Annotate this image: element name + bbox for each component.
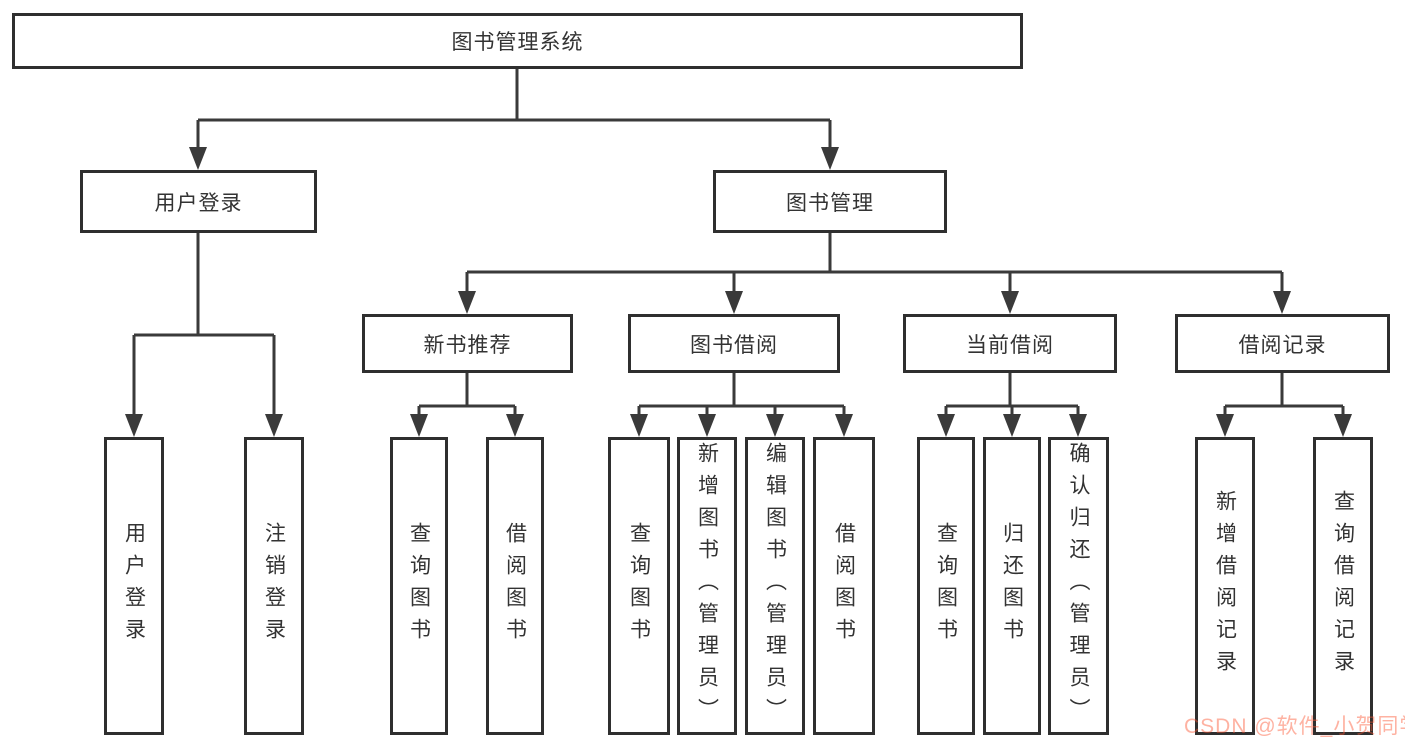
arrowhead <box>630 414 648 437</box>
node-book-borrow: 图书借阅 <box>628 314 840 373</box>
node-current-borrow: 当前借阅 <box>903 314 1117 373</box>
node-label: 借阅图书 <box>832 522 856 650</box>
arrowhead <box>821 147 839 170</box>
node-label: 编辑图书（管理员） <box>763 442 787 730</box>
leaf-query-books: 查询图书 <box>390 437 448 735</box>
arrowhead <box>835 414 853 437</box>
connector-book-borrow <box>637 373 846 418</box>
node-label: 确认归还（管理员） <box>1067 442 1090 730</box>
arrowhead <box>1003 414 1021 437</box>
node-label: 新增图书（管理员） <box>695 442 719 730</box>
arrowhead <box>1334 414 1352 437</box>
arrowhead <box>1001 291 1019 314</box>
node-label: 新书推荐 <box>423 333 512 357</box>
leaf-user-login: 用户登录 <box>104 437 164 735</box>
connector-book-mgmt <box>465 233 1284 294</box>
arrowhead <box>766 414 784 437</box>
node-new-book-recommend: 新书推荐 <box>362 314 573 373</box>
node-label: 注销登录 <box>262 522 286 650</box>
arrowhead <box>410 414 428 437</box>
arrowhead <box>1069 414 1087 437</box>
arrowhead <box>458 291 476 314</box>
node-library-system: 图书管理系统 <box>12 13 1023 69</box>
connector-root <box>196 69 832 150</box>
leaf-logout: 注销登录 <box>244 437 304 735</box>
arrowhead <box>1216 414 1234 437</box>
leaf-add-borrow-record: 新增借阅记录 <box>1195 437 1255 735</box>
node-label: 归还图书 <box>1000 522 1024 650</box>
node-label: 查询图书 <box>627 522 651 650</box>
leaf-borrow-books: 借阅图书 <box>486 437 544 735</box>
node-user-login: 用户登录 <box>80 170 317 233</box>
node-label: 借阅记录 <box>1238 333 1327 357</box>
arrowhead <box>698 414 716 437</box>
arrowheads <box>125 147 1352 437</box>
connector-current-borrow <box>944 373 1080 418</box>
node-label: 图书管理系统 <box>451 31 584 54</box>
arrowhead <box>189 147 207 170</box>
node-label: 当前借阅 <box>966 333 1054 357</box>
node-label: 图书管理 <box>786 191 874 215</box>
node-label: 借阅图书 <box>503 522 527 650</box>
node-book-management: 图书管理 <box>713 170 947 233</box>
leaf-query-books: 查询图书 <box>608 437 670 735</box>
leaf-confirm-return-admin: 确认归还（管理员） <box>1048 437 1109 735</box>
leaf-edit-books-admin: 编辑图书（管理员） <box>745 437 805 735</box>
node-label: 查询图书 <box>934 522 958 650</box>
arrowhead <box>1273 291 1291 314</box>
node-label: 用户登录 <box>154 191 243 215</box>
arrowhead <box>125 414 143 437</box>
leaf-return-books: 归还图书 <box>983 437 1041 735</box>
node-borrow-record: 借阅记录 <box>1175 314 1390 373</box>
connector-borrow-record <box>1223 373 1345 418</box>
arrowhead <box>506 414 524 437</box>
leaf-query-books: 查询图书 <box>917 437 975 735</box>
connector-user-login <box>132 233 276 418</box>
arrowhead <box>265 414 283 437</box>
arrowhead <box>937 414 955 437</box>
node-label: 新增借阅记录 <box>1213 490 1237 682</box>
node-label: 查询图书 <box>407 522 431 650</box>
node-label: 图书借阅 <box>690 333 778 357</box>
leaf-add-books-admin: 新增图书（管理员） <box>677 437 737 735</box>
connector-new-book <box>417 373 517 418</box>
node-label: 用户登录 <box>122 522 146 650</box>
leaf-query-borrow-record: 查询借阅记录 <box>1313 437 1373 735</box>
arrowhead <box>725 291 743 314</box>
node-label: 查询借阅记录 <box>1331 490 1355 682</box>
leaf-borrow-books: 借阅图书 <box>813 437 875 735</box>
